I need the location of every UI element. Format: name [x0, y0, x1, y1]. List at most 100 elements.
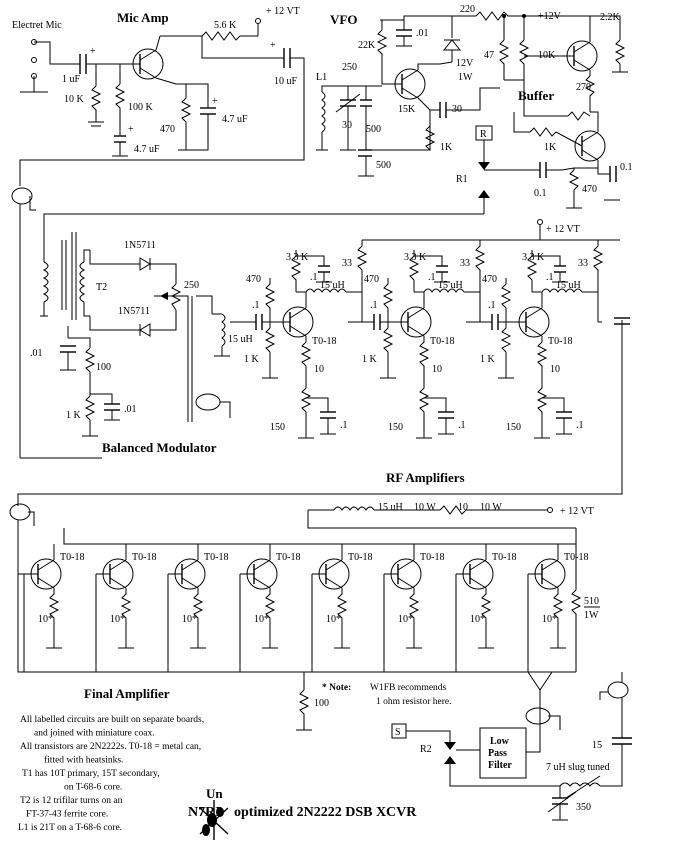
coax-rf-to-final — [9, 503, 31, 521]
svg-text:1 K: 1 K — [244, 354, 260, 365]
rf-r3k3 — [290, 250, 302, 292]
final-r10 — [552, 588, 564, 632]
final-amplifier-section: 15 uH 10 W 10 10 W + 12 VT 510 1W Final … — [9, 317, 630, 731]
svg-text:T0-18: T0-18 — [204, 552, 228, 563]
r-47 — [498, 39, 510, 80]
diode-1n5711-top — [139, 257, 151, 271]
final-stage-8: T0-18 10* — [527, 544, 588, 672]
r-270 — [584, 75, 596, 112]
svg-text:10: 10 — [314, 364, 324, 375]
svg-text:+: + — [128, 124, 134, 135]
svg-text:1N5711: 1N5711 — [118, 306, 150, 317]
svg-text:150: 150 — [506, 422, 521, 433]
svg-text:T0-18: T0-18 — [564, 552, 588, 563]
output-section: S R2 Low Pass Filter 15 7 uH slug tuned … — [391, 671, 632, 821]
svg-text:1W: 1W — [458, 72, 473, 83]
note-line: All transistors are 2N2222s. T0-18 = met… — [20, 742, 201, 752]
r-100-bm — [84, 347, 96, 384]
t1-primary — [42, 261, 49, 303]
svg-text:T0-18: T0-18 — [276, 552, 300, 563]
final-r10 — [408, 588, 420, 632]
rf-r1k — [500, 322, 512, 372]
rf-r150 — [300, 382, 312, 432]
svg-text:10 K: 10 K — [64, 94, 85, 105]
rf-choke-15uh — [305, 288, 347, 293]
svg-text:10*: 10* — [470, 614, 485, 625]
svg-text:.01: .01 — [30, 348, 43, 359]
svg-text:.01: .01 — [124, 404, 137, 415]
svg-text:100 K: 100 K — [128, 102, 154, 113]
svg-text:510: 510 — [584, 596, 599, 607]
note-line: T1 has 10T primary, 15T secondary, — [22, 769, 159, 779]
rf-amplifiers-heading: RF Amplifiers — [386, 470, 465, 485]
svg-text:T0-18: T0-18 — [430, 336, 454, 347]
svg-text:15 uH: 15 uH — [228, 334, 253, 345]
mic-terminal-mid — [31, 57, 37, 63]
svg-text:T0-18: T0-18 — [548, 336, 572, 347]
r-22k — [376, 29, 388, 74]
svg-text:Filter: Filter — [488, 760, 512, 771]
rf-r33 — [356, 240, 368, 292]
final-stage-1: T0-18 10* — [23, 544, 84, 672]
diode-1n5711-bottom — [139, 323, 151, 337]
final-amplifier-heading: Final Amplifier — [84, 686, 170, 701]
r-100-final — [298, 689, 310, 730]
svg-text:1 K: 1 K — [480, 354, 496, 365]
note-line: fitted with heatsinks. — [44, 755, 123, 766]
svg-text:1W: 1W — [584, 610, 599, 621]
final-stages: T0-18 10* T0-18 10* T0-18 10* T0-18 10* T0-18 10*… — [18, 544, 588, 672]
svg-text:5.6 K: 5.6 K — [214, 20, 237, 31]
c-1uf-label: 1 uF — [62, 74, 81, 85]
svg-text:L1: L1 — [316, 72, 327, 83]
r-10-10w — [439, 505, 548, 515]
buffer-section: Buffer 47 10K 2.2K 270 1K 0.1 — [43, 12, 633, 226]
mic-amp-section: Electret Mic Mic Amp + 1 uF 10 K 100 K +… — [11, 6, 305, 459]
svg-text:7 uH slug tuned: 7 uH slug tuned — [546, 762, 610, 773]
svg-text:33: 33 — [342, 258, 352, 269]
svg-text:10 W: 10 W — [414, 502, 436, 513]
svg-text:+: + — [270, 40, 276, 51]
coax-mic-to-bm — [11, 187, 33, 205]
svg-text:.1: .1 — [252, 300, 260, 311]
svg-text:10 W: 10 W — [480, 502, 502, 513]
svg-text:10: 10 — [550, 364, 560, 375]
svg-text:12V: 12V — [456, 58, 474, 69]
svg-text:220: 220 — [460, 4, 475, 15]
svg-text:10*: 10* — [254, 614, 269, 625]
relay-r1-arrow — [478, 162, 490, 170]
notes-block: All labelled circuits are built on separ… — [18, 715, 204, 833]
coax-antenna — [525, 707, 551, 725]
r-470-mic — [180, 84, 192, 150]
svg-text:R: R — [480, 129, 487, 140]
rf-r33 — [474, 240, 486, 292]
svg-text:0.1: 0.1 — [620, 162, 633, 173]
schematic-title: optimized 2N2222 DSB XCVR — [234, 805, 417, 820]
svg-text:150: 150 — [388, 422, 403, 433]
svg-text:T0-18: T0-18 — [492, 552, 516, 563]
svg-text:10*: 10* — [542, 614, 557, 625]
note-line: All labelled circuits are built on separ… — [20, 715, 204, 725]
final-r10 — [480, 588, 492, 632]
svg-text:10*: 10* — [38, 614, 53, 625]
svg-text:.1: .1 — [370, 300, 378, 311]
svg-text:2.2K: 2.2K — [600, 12, 621, 23]
svg-text:+ 12 VT: + 12 VT — [560, 506, 594, 517]
rf-r3k3 — [408, 250, 420, 292]
svg-text:T0-18: T0-18 — [60, 552, 84, 563]
svg-text:.1: .1 — [310, 272, 318, 283]
svg-text:10*: 10* — [398, 614, 413, 625]
electret-mic-label: Electret Mic — [12, 20, 62, 31]
svg-text:10: 10 — [458, 502, 468, 513]
svg-text:Low: Low — [490, 736, 510, 747]
r-5k6 — [201, 31, 258, 41]
rf-r470 — [500, 278, 512, 322]
r-1k-bm — [84, 395, 96, 436]
svg-text:4.7 uF: 4.7 uF — [222, 114, 248, 125]
svg-text:3.3 K: 3.3 K — [522, 252, 545, 263]
svg-text:150: 150 — [270, 422, 285, 433]
svg-text:.1: .1 — [458, 420, 466, 431]
final-r10 — [192, 588, 204, 632]
